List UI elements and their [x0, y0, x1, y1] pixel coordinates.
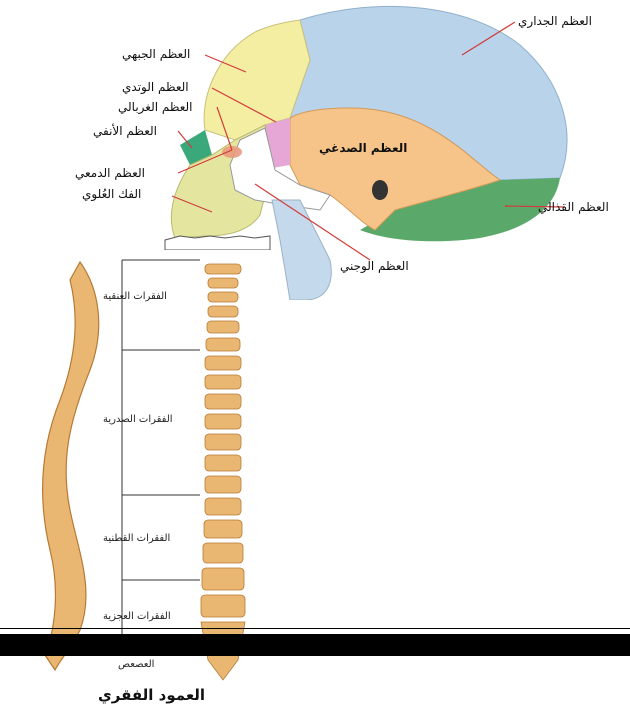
label-frontal: العظم الجبهي [122, 47, 190, 61]
label-maxilla: الفك العُلوي [82, 187, 141, 201]
spine-caption: العمود الفقري [98, 686, 205, 704]
region-lumbar: الفقرات القطنية [103, 533, 170, 544]
spine-posterior [201, 264, 245, 680]
region-brackets [122, 260, 200, 640]
region-cervical: الفقرات العنقية [103, 291, 167, 302]
region-thoracic: الفقرات الصدرية [103, 414, 173, 425]
label-lacrimal: العظم الدمعي [75, 166, 145, 180]
thin-line [0, 628, 630, 629]
label-temporal: العظم الصدغي [319, 141, 407, 155]
label-ethmoid: العظم الغربالي [118, 100, 192, 114]
label-sphenoid: العظم الوتدي [122, 80, 189, 94]
black-bar [0, 634, 630, 656]
label-zygomatic: العظم الوجني [340, 259, 409, 273]
label-parietal: العظم الجداري [518, 14, 592, 28]
region-coccyx: العصعص [118, 659, 154, 670]
spine-lateral [43, 262, 99, 670]
region-sacral: الفقرات العجزية [103, 611, 171, 622]
label-occipital: العظم القذالي [538, 200, 609, 214]
eye-socket [222, 146, 242, 158]
teeth [165, 236, 270, 250]
ear-canal [372, 180, 388, 200]
label-nasal: العظم الأنفي [93, 124, 157, 138]
